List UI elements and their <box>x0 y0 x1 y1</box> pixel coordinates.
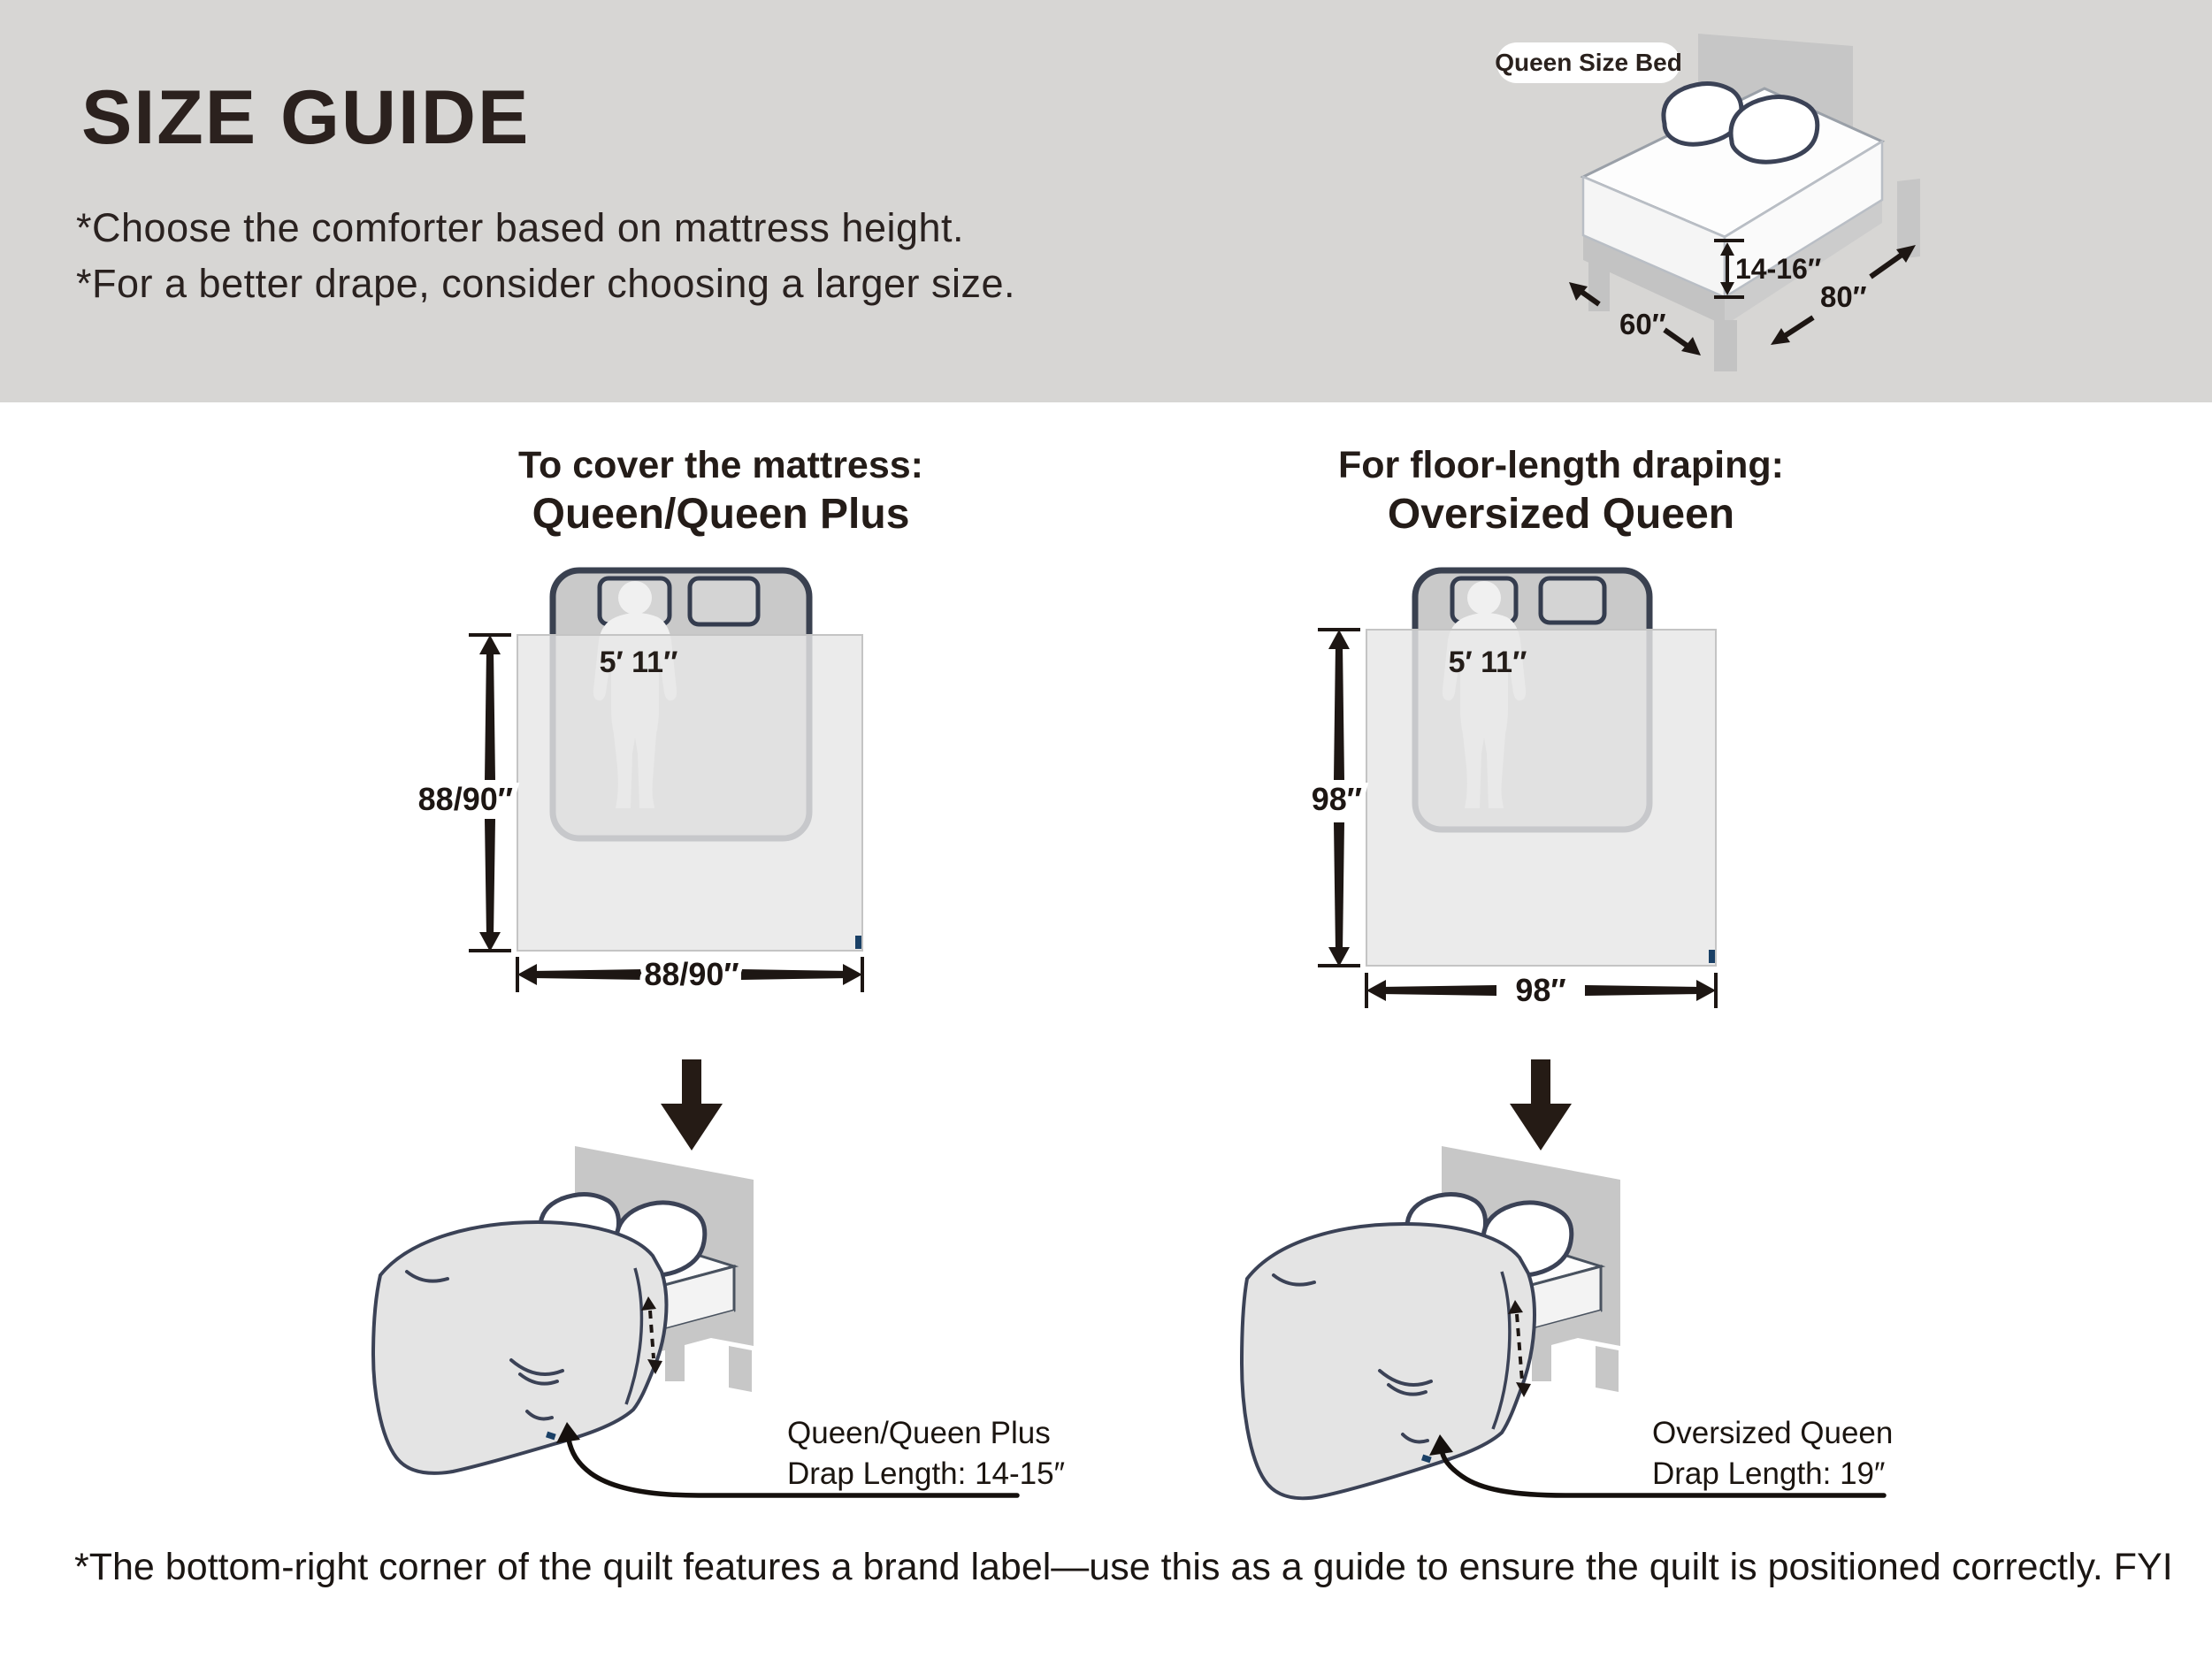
bed-label-pill <box>1496 42 1680 83</box>
queen-quilt-topdown-diagram: 5′ 11″ 88/90″ 88/90″ <box>416 567 864 998</box>
quilt-overlay <box>517 634 863 952</box>
heading-line-1: For floor-length draping: <box>1338 444 1784 486</box>
left-caption: Queen/Queen Plus Drap Length: 14-15″ <box>787 1413 1065 1495</box>
arrowhead-icon <box>1896 245 1916 263</box>
dim-line <box>485 649 495 780</box>
callout-arrow-line <box>566 1437 1020 1498</box>
footnote: *The bottom-right corner of the quilt fe… <box>74 1546 2173 1588</box>
dim-line <box>485 819 495 937</box>
caption-drape-length: Drap Length: 14-15″ <box>787 1456 1065 1491</box>
quilt-side-dim-label: 88/90″ <box>418 781 513 817</box>
queen-bed-draped-illustration <box>371 1146 1020 1498</box>
arrowhead-right-icon <box>1696 980 1716 1001</box>
brand-tag <box>855 936 861 949</box>
down-arrow-icon <box>1510 1059 1572 1151</box>
right-column-heading: For floor-length draping: Oversized Quee… <box>1212 440 1910 539</box>
arrowhead-up-icon <box>479 635 501 654</box>
bed-label-text: Queen Size Bed <box>1495 49 1682 76</box>
drape-length-arrow <box>1515 1313 1524 1382</box>
arrowhead-down-icon <box>1516 1382 1531 1397</box>
caption-size-name: Queen/Queen Plus <box>787 1416 1051 1450</box>
banner-note-2: *For a better drape, consider choosing a… <box>76 261 1016 306</box>
quilt-bottom-dim-label: 88/90″ <box>644 956 739 992</box>
callout-arrow-line <box>1439 1448 1887 1498</box>
arrowhead-icon <box>1681 337 1701 356</box>
bed-leg <box>1532 1341 1551 1381</box>
arrowhead-left-icon <box>1366 980 1386 1001</box>
pillow-topview <box>687 576 761 627</box>
oversized-queen-bed-draped-illustration <box>1239 1146 1887 1501</box>
comforter-drape-edge <box>624 1267 644 1405</box>
quilt-overlay <box>1366 629 1717 967</box>
callout-arrowhead-icon <box>1429 1434 1453 1456</box>
heading-line-2: Queen/Queen Plus <box>532 491 910 538</box>
person-height-label: 5′ 11″ <box>600 646 678 679</box>
comforter <box>371 1219 669 1475</box>
down-arrow-icon <box>661 1059 723 1151</box>
arrowhead-up-icon <box>1508 1300 1523 1314</box>
brand-tag <box>1421 1454 1432 1464</box>
arrowhead-down-icon <box>1720 282 1734 295</box>
arrowhead-up-icon <box>1328 630 1350 649</box>
page-title: SIZE GUIDE <box>81 75 531 160</box>
comforter <box>1239 1221 1536 1501</box>
width-dim-label: 60″ <box>1619 308 1666 340</box>
heading-line-1: To cover the mattress: <box>517 444 923 486</box>
arrowhead-icon <box>1771 328 1790 345</box>
dim-line <box>741 969 851 980</box>
arrowhead-up-icon <box>1720 242 1734 256</box>
brand-tag <box>546 1431 556 1441</box>
arrowhead-right-icon <box>843 964 862 985</box>
left-column-heading: To cover the mattress: Queen/Queen Plus <box>371 440 1070 539</box>
comforter-drape-edge <box>1491 1271 1512 1430</box>
caption-drape-length: Drap Length: 19″ <box>1652 1456 1886 1491</box>
length-arrow-line <box>1779 315 1815 341</box>
bed-frame-left <box>1583 232 1725 325</box>
quilt-bottom-dim-label: 98″ <box>1515 972 1565 1008</box>
height-dim-label: 14-16″ <box>1735 253 1821 285</box>
pillow-topview <box>1538 576 1607 625</box>
pillow <box>1728 94 1820 164</box>
dim-line <box>1334 644 1344 780</box>
dim-line <box>1585 985 1702 996</box>
queen-bed-illustration: Queen Size Bed 14-16″ 80″ 60″ <box>1495 34 1920 371</box>
arrowhead-down-icon <box>1328 947 1350 967</box>
arrowhead-up-icon <box>641 1296 656 1311</box>
bed-leg <box>1596 1346 1619 1392</box>
bed-rear-leg <box>1897 179 1920 259</box>
arrowhead-icon <box>1569 282 1588 301</box>
banner-note-1: *Choose the comforter based on mattress … <box>76 205 965 250</box>
heading-line-2: Oversized Queen <box>1387 491 1735 538</box>
arrowhead-down-icon <box>479 932 501 952</box>
banner: SIZE GUIDE *Choose the comforter based o… <box>0 0 2212 402</box>
brand-tag <box>1709 950 1715 963</box>
length-dim-label: 80″ <box>1820 280 1867 313</box>
dim-line <box>532 969 644 980</box>
person-height-label: 5′ 11″ <box>1449 646 1527 679</box>
oversized-queen-topdown-diagram: 5′ 11″ 98″ 98″ <box>1306 567 1718 1013</box>
bed-leg <box>1714 320 1737 371</box>
caption-size-name: Oversized Queen <box>1652 1416 1894 1450</box>
person-silhouette-head <box>618 581 652 615</box>
right-caption: Oversized Queen Drap Length: 19″ <box>1652 1413 1893 1495</box>
callout-arrowhead-icon <box>556 1422 580 1443</box>
bed-leg <box>729 1346 752 1392</box>
dim-line <box>1334 822 1344 952</box>
height-dim-ticks <box>1714 239 1744 299</box>
arrowhead-left-icon <box>517 964 537 985</box>
dim-line <box>1381 985 1496 996</box>
arrowhead-down-icon <box>647 1359 662 1374</box>
bed-frame-right <box>1725 196 1882 325</box>
comforter-fold-marks <box>1272 1273 1433 1444</box>
comforter-fold-marks <box>405 1270 564 1421</box>
person-silhouette-head <box>1467 581 1501 615</box>
quilt-side-dim-label: 98″ <box>1312 781 1362 817</box>
mattress-side-right <box>1723 139 1884 300</box>
bed-leg <box>665 1341 685 1381</box>
